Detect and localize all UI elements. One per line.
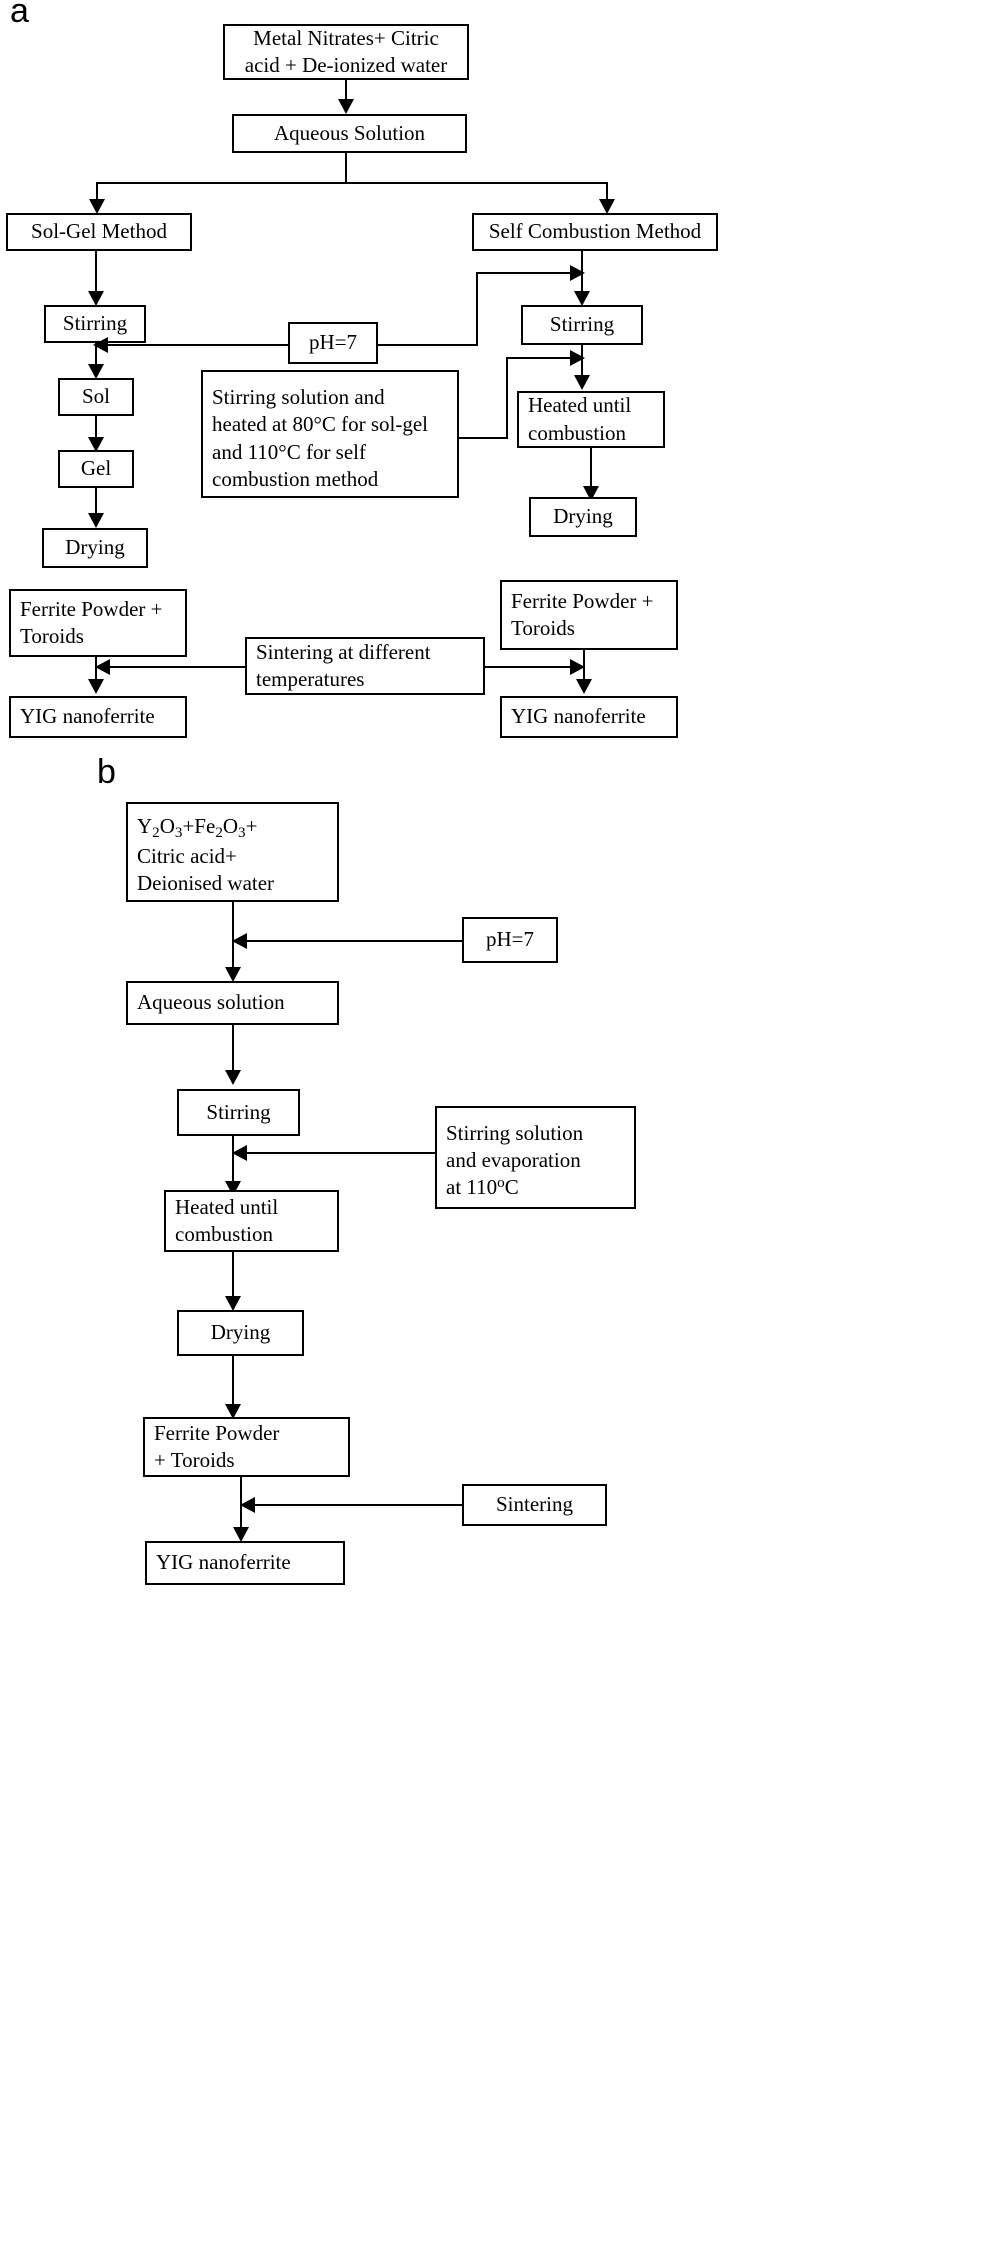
connector-sol-to-gel: [95, 416, 97, 437]
connector-split-left-drop: [96, 182, 98, 199]
connector-drying-b-to-ferrite: [232, 1356, 234, 1408]
node-drying-b: Drying: [177, 1310, 304, 1356]
arrowhead-down: [225, 1070, 241, 1085]
connector-ph-b-run: [247, 940, 462, 942]
arrowhead-down: [89, 199, 105, 214]
connector-stirring-to-heated: [581, 345, 583, 377]
connector-precursors-to-aqueous: [345, 80, 347, 99]
arrowhead-down: [574, 375, 590, 390]
connector-heated-to-drying: [590, 448, 592, 488]
panel-a-label: a: [10, 0, 29, 30]
precursors-line-1: Y2O3+Fe2O3+: [137, 813, 258, 841]
node-aqueous-solution-a: Aqueous Solution: [232, 114, 467, 153]
node-precursors-b: Y2O3+Fe2O3+ Citric acid+ Deionised water: [126, 802, 339, 902]
node-stirring-conditions-a: Stirring solution and heated at 80°C for…: [201, 370, 459, 498]
connector-ph-right-top: [476, 272, 575, 274]
arrowhead-down: [225, 1404, 241, 1419]
arrowhead-down: [225, 1296, 241, 1311]
precursors-line-2: Citric acid+: [137, 843, 237, 868]
connector-sintering-to-left: [110, 666, 245, 668]
connector-sintering-b-run: [255, 1504, 462, 1506]
precursors-line-3: Deionised water: [137, 871, 275, 896]
connector-conditions-right-run: [459, 437, 508, 439]
arrowhead-down: [88, 437, 104, 452]
arrowhead-left: [232, 1145, 247, 1161]
arrowhead-left: [95, 659, 110, 675]
connector-ph-right-riser: [476, 272, 478, 346]
arrowhead-down: [338, 99, 354, 114]
node-heated-until-combustion-a: Heated until combustion: [517, 391, 665, 448]
node-ph-a: pH=7: [288, 322, 378, 364]
node-drying-right: Drying: [529, 497, 637, 537]
connector-ferrite-left-to-yig: [95, 657, 97, 683]
connector-conditions-riser: [506, 357, 508, 439]
arrowhead-right: [570, 659, 585, 675]
arrowhead-left: [232, 933, 247, 949]
node-stirring-conditions-b: Stirring solution and evaporation at 110…: [435, 1106, 636, 1209]
node-sol-gel-method: Sol-Gel Method: [6, 213, 192, 251]
connector-stirring-to-sol: [95, 343, 97, 370]
node-sol: Sol: [58, 378, 134, 416]
connector-ph-right-run: [378, 344, 478, 346]
arrowhead-down: [225, 967, 241, 982]
arrowhead-down: [599, 199, 615, 214]
node-self-combustion-method: Self Combustion Method: [472, 213, 718, 251]
node-gel: Gel: [58, 450, 134, 488]
node-ferrite-powder-b: Ferrite Powder + Toroids: [143, 1417, 350, 1477]
node-heated-until-combustion-b: Heated until combustion: [164, 1190, 339, 1252]
arrowhead-down: [88, 679, 104, 694]
node-ph-b: pH=7: [462, 917, 558, 963]
node-yig-left: YIG nanoferrite: [9, 696, 187, 738]
node-ferrite-powder-left: Ferrite Powder + Toroids: [9, 589, 187, 657]
arrowhead-down: [88, 291, 104, 306]
node-stirring-right: Stirring: [521, 305, 643, 345]
node-aqueous-solution-b: Aqueous solution: [126, 981, 339, 1025]
arrowhead-down: [88, 513, 104, 528]
arrowhead-down: [574, 291, 590, 306]
node-sintering-a: Sintering at different temperatures: [245, 637, 485, 695]
stirring-conditions-line-1: Stirring solution: [446, 1120, 584, 1145]
connector-split-bus: [96, 182, 608, 184]
connector-stirring-b-stem: [232, 1136, 234, 1189]
connector-conditions-top: [506, 357, 575, 359]
stirring-conditions-line-3: at 110oC: [446, 1175, 519, 1200]
connector-aqueous-stem: [345, 153, 347, 182]
node-sintering-b: Sintering: [462, 1484, 607, 1526]
node-precursors-a: Metal Nitrates+ Citric acid + De-ionized…: [223, 24, 469, 80]
node-stirring-left: Stirring: [44, 305, 146, 343]
node-stirring-b: Stirring: [177, 1089, 300, 1136]
connector-conditions-b-run: [247, 1152, 435, 1154]
node-drying-left: Drying: [42, 528, 148, 568]
connector-ph-to-stirring-left: [108, 344, 288, 346]
arrowhead-down: [88, 364, 104, 379]
connector-heated-b-to-drying: [232, 1252, 234, 1300]
connector-gel-to-drying: [95, 488, 97, 513]
node-yig-b: YIG nanoferrite: [145, 1541, 345, 1585]
node-ferrite-powder-right: Ferrite Powder + Toroids: [500, 580, 678, 650]
connector-split-right-drop: [606, 182, 608, 199]
connector-solgel-to-stirring: [95, 251, 97, 291]
stirring-conditions-line-2: and evaporation: [446, 1147, 581, 1172]
connector-ferrite-right-to-yig: [583, 650, 585, 683]
connector-aqueous-b-to-stirring: [232, 1025, 234, 1072]
arrowhead-down: [233, 1527, 249, 1542]
panel-b-label: b: [97, 753, 116, 791]
arrowhead-down: [576, 679, 592, 694]
arrowhead-left: [240, 1497, 255, 1513]
connector-sintering-to-right: [485, 666, 575, 668]
node-yig-right: YIG nanoferrite: [500, 696, 678, 738]
arrowhead-right: [570, 265, 585, 281]
